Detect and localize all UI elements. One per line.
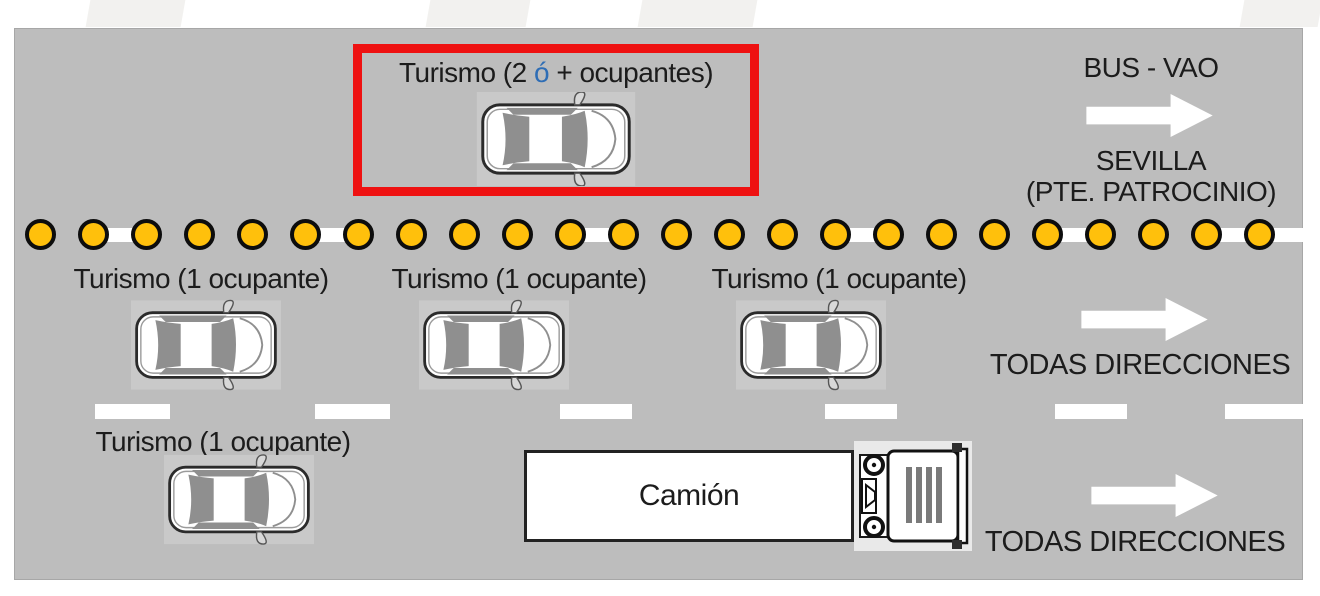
all-directions-label-bottom: TODAS DIRECCIONES: [984, 526, 1286, 558]
truck-trailer: Camión: [524, 450, 854, 542]
truck-cab-top-view-icon: [854, 441, 972, 551]
car-top-view-icon: [419, 299, 569, 391]
car-top-view-icon: [131, 299, 281, 391]
lane-delineator-dot: [290, 219, 321, 250]
truck: Camión: [524, 441, 972, 551]
lane-delineator-dot: [1032, 219, 1063, 250]
destination-label: SEVILLA: [1095, 145, 1207, 176]
lane-delineator-dot: [449, 219, 480, 250]
lane-delineator-dot: [25, 219, 56, 250]
lane-dash: [560, 404, 632, 419]
hov-vehicle-label-accent: ó: [534, 57, 550, 88]
lane-delineator-dot: [979, 219, 1010, 250]
background-streak: [85, 0, 186, 27]
lane-delineator-dot: [555, 219, 586, 250]
arrow-right-icon: [1086, 92, 1216, 139]
car-top-view-icon: [736, 299, 886, 391]
road-scheme-panel: Turismo (2 ó + ocupantes) BUS - VAO SEVI…: [14, 28, 1303, 580]
destination-detail-label: (PTE. PATROCINIO): [1025, 176, 1277, 207]
lane-delineator-dot: [343, 219, 374, 250]
hov-highlight-box: Turismo (2 ó + ocupantes): [353, 44, 759, 196]
arrow-right-icon: [1091, 472, 1221, 519]
lane-delineator-dot: [1191, 219, 1222, 250]
lane-delineator-dot: [767, 219, 798, 250]
lane-delineator-dot: [78, 219, 109, 250]
bus-vao-title: BUS - VAO: [1083, 52, 1219, 83]
lane-dash: [825, 404, 897, 419]
lane-delineator-dot: [873, 219, 904, 250]
lane-delineator-dot: [396, 219, 427, 250]
lane-delineator-dot: [1085, 219, 1116, 250]
lane-dash: [1055, 404, 1127, 419]
background-streak: [425, 0, 531, 27]
lane-dash: [315, 404, 390, 419]
background-streak: [1239, 0, 1320, 27]
lane-delineator-dot: [926, 219, 957, 250]
lane-delineator-dot: [131, 219, 162, 250]
car-label-1: Turismo (1 ocupante): [73, 263, 329, 294]
lane-delineator-dot: [661, 219, 692, 250]
bus-vao-sign: BUS - VAO SEVILLA (PTE. PATROCINIO): [1001, 51, 1301, 207]
background-streak: [637, 0, 758, 27]
all-directions-label-middle: TODAS DIRECCIONES: [989, 349, 1291, 381]
truck-label: Camión: [638, 479, 740, 512]
lane-delineator-dot: [714, 219, 745, 250]
lane-dash: [1225, 404, 1303, 419]
lane-dash: [95, 404, 170, 419]
lane-delineator-dot: [184, 219, 215, 250]
lane-delineator-dot: [1138, 219, 1169, 250]
lane-delineator-dot: [502, 219, 533, 250]
hov-vehicle-label-suffix: + ocupantes): [549, 57, 714, 88]
arrow-right-icon: [1081, 296, 1211, 343]
car-label-2: Turismo (1 ocupante): [391, 263, 647, 294]
hov-vehicle-label-prefix: Turismo (2: [398, 57, 534, 88]
lane-delineator-dot: [608, 219, 639, 250]
car-label-3: Turismo (1 ocupante): [711, 263, 967, 294]
car-top-view-icon: [474, 92, 638, 186]
hov-vehicle-label: Turismo (2 ó + ocupantes): [398, 56, 714, 90]
lane-delineator-dot: [1244, 219, 1275, 250]
car-top-view-icon: [164, 453, 314, 546]
lane-delineator-dot: [237, 219, 268, 250]
lane-delineator-dot: [820, 219, 851, 250]
car-label-4: Turismo (1 ocupante): [95, 426, 351, 457]
